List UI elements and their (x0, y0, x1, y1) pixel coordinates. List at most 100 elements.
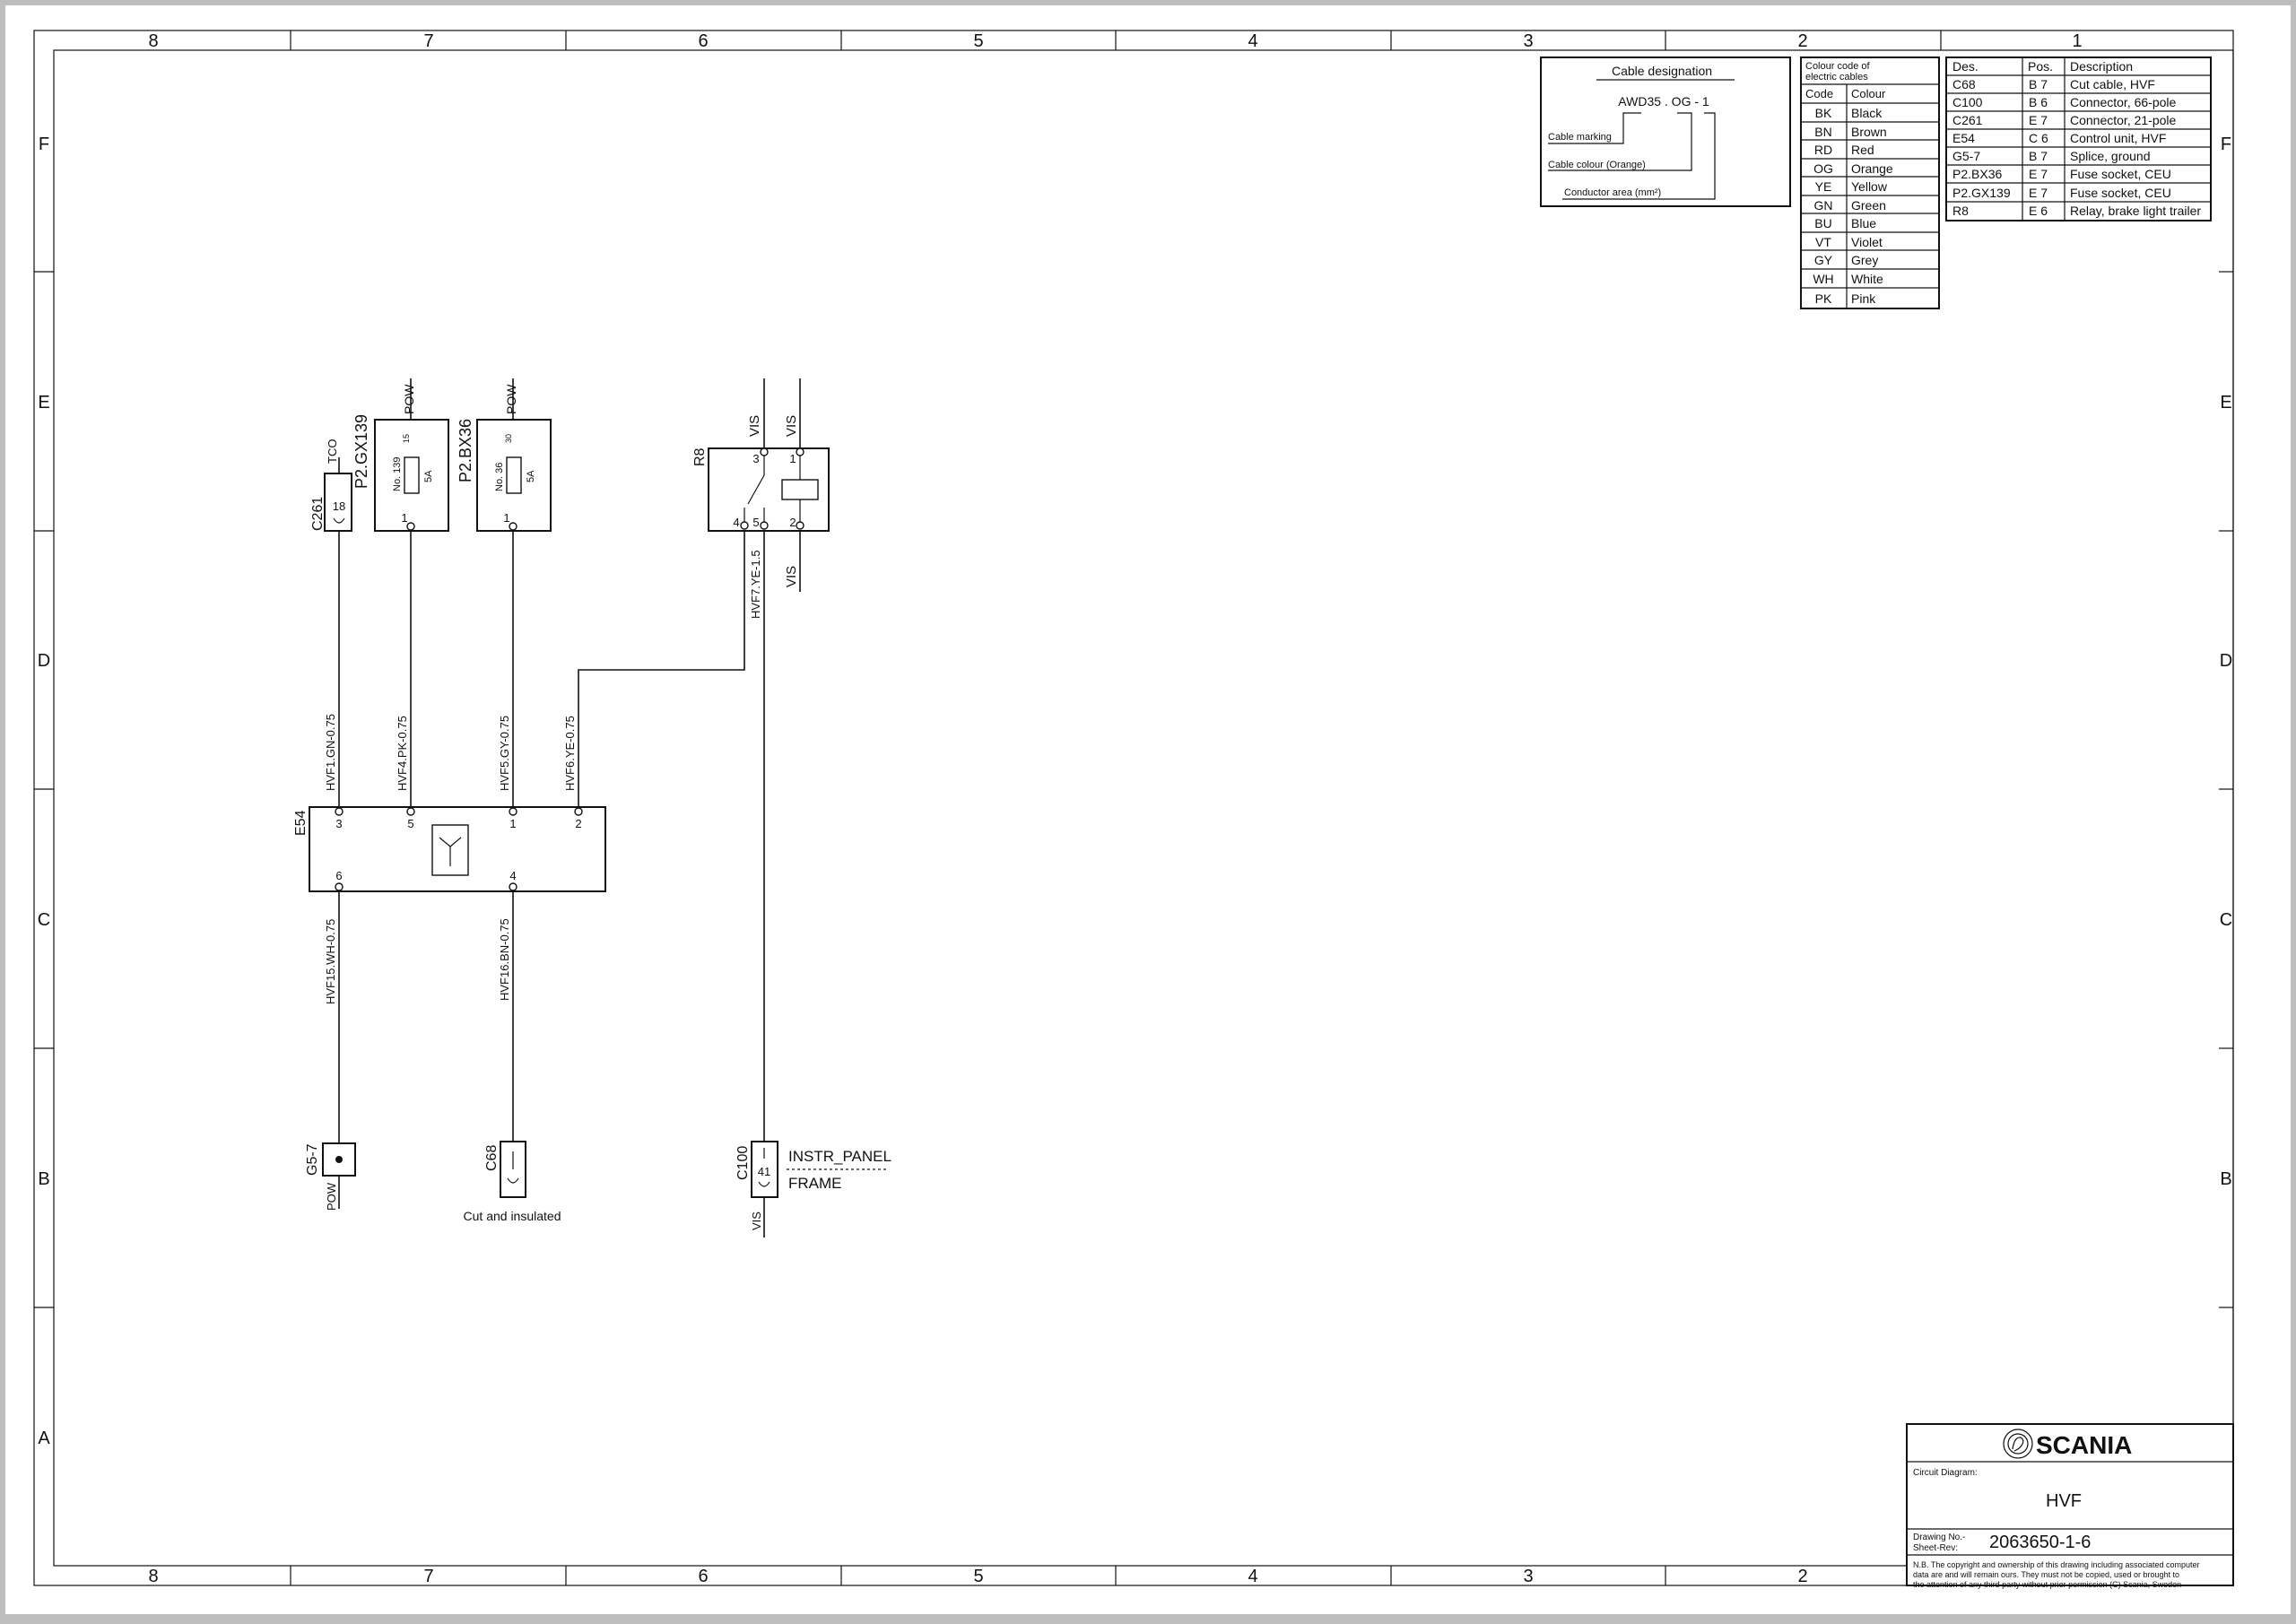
component-desc: Control unit, HVF (2070, 131, 2166, 145)
r8-net-pin1: VIS (784, 415, 799, 437)
component-header-des: Des. (1952, 59, 1979, 74)
column-dividers (290, 30, 1942, 1585)
cable-designation-legend: Cable designation AWD35 . OG - 1 Cable m… (1540, 56, 1791, 207)
colour-code-header-code: Code (1805, 87, 1833, 100)
component-table: Des. Pos. Description C68 B 7 Cut cable,… (1945, 56, 2212, 221)
c100-label: C100 (735, 1146, 751, 1180)
component-desc: Connector, 21-pole (2070, 113, 2177, 127)
c261-net: TCO (326, 439, 339, 464)
row-dividers (34, 271, 2233, 1308)
col-label-5-bottom: 5 (973, 1567, 983, 1586)
relay-r8[interactable]: R8 3 1 4 5 2 VIS VIS VIS (692, 415, 830, 587)
component-desc: Splice, ground (2070, 149, 2151, 163)
colour-code-cell: YE (1815, 179, 1832, 194)
cable-marking-label: Cable marking (1548, 132, 1612, 143)
p2bx36-top-pin: 30 (504, 434, 513, 443)
col-label-6-bottom: 6 (698, 1567, 708, 1586)
component-desc: Cut cable, HVF (2070, 77, 2155, 91)
conductor-area-label: Conductor area (mm²) (1564, 187, 1661, 198)
wire-label-hvf1: HVF1.GN-0.75 (324, 714, 337, 791)
p2bx36-bottom-pin: 1 (503, 511, 509, 525)
sheet-rev-label: Sheet-Rev: (1913, 1543, 1958, 1553)
c100-net: VIS (750, 1211, 763, 1230)
e54-pin1: 1 (509, 817, 516, 830)
component-des: C68 (1952, 77, 1976, 91)
colour-name-cell: Violet (1851, 235, 1883, 249)
splice-g57[interactable]: G5-7 POW (305, 1142, 356, 1211)
row-label-D-right: D (2220, 651, 2232, 671)
col-label-4-bottom: 4 (1248, 1567, 1257, 1586)
c68-note: Cut and insulated (464, 1209, 561, 1223)
component-des: G5-7 (1952, 149, 1980, 163)
title-block: SCANIA Circuit Diagram: HVF Drawing No.-… (1906, 1423, 2234, 1589)
row-labels: F E D C B A F E D C B (38, 135, 2232, 1448)
e54-label: E54 (293, 810, 309, 836)
col-label-1: 1 (2072, 31, 2082, 51)
brand-logo: SCANIA (2036, 1431, 2132, 1459)
copyright-notice-1: N.B. The copyright and ownership of this… (1913, 1560, 2200, 1569)
cut-cable-c68[interactable]: C68 Cut and insulated (464, 1141, 561, 1223)
p2gx139-no: No. 139 (392, 456, 403, 491)
component-desc: Connector, 66-pole (2070, 95, 2177, 109)
component-desc: Relay, brake light trailer (2070, 204, 2201, 218)
copyright-notice-3: the attention of any third party without… (1913, 1580, 2181, 1589)
r8-label: R8 (692, 447, 708, 466)
p2gx139-rating: 5A (423, 470, 434, 482)
component-header-desc: Description (2070, 59, 2133, 74)
colour-name-cell: Grey (1851, 253, 1878, 267)
col-label-7-bottom: 7 (423, 1567, 433, 1586)
c100-location-top: INSTR_PANEL (788, 1148, 891, 1165)
inner-frame (53, 49, 2234, 1567)
component-header-pos: Pos. (2028, 59, 2053, 74)
col-label-8: 8 (148, 31, 158, 51)
g57-net: POW (325, 1182, 338, 1211)
colour-code-cell: PK (1815, 291, 1832, 306)
component-des: E54 (1952, 131, 1975, 145)
colour-name-cell: Brown (1851, 125, 1887, 139)
wire-label-hvf5: HVF5.GY-0.75 (498, 716, 511, 791)
col-label-7: 7 (423, 31, 433, 51)
p2bx36-no: No. 36 (494, 463, 505, 491)
row-label-D: D (38, 651, 50, 671)
e54-pin3: 3 (335, 817, 342, 830)
fuse-p2gx139[interactable]: P2.GX139 No. 139 15 5A 1 POW (352, 384, 449, 532)
r8-pin1: 1 (789, 452, 796, 465)
col-label-5: 5 (973, 31, 983, 51)
col-label-6: 6 (698, 31, 708, 51)
colour-code-cell: OG (1813, 161, 1833, 176)
colour-name-cell: Orange (1851, 161, 1893, 176)
e54-pin4: 4 (509, 869, 516, 882)
component-desc: Fuse socket, CEU (2070, 186, 2171, 200)
component-pos: E 7 (2029, 186, 2048, 200)
colour-code-cell: VT (1815, 235, 1831, 249)
connector-c100[interactable]: 41 C100 VIS INSTR_PANEL FRAME (735, 1141, 891, 1230)
colour-name-cell: Blue (1851, 216, 1876, 230)
e54-pin5: 5 (407, 817, 413, 830)
colour-code-cell: BK (1815, 106, 1832, 120)
component-des: P2.BX36 (1952, 167, 2002, 181)
wire-labels: HVF1.GN-0.75 HVF4.PK-0.75 HVF5.GY-0.75 H… (324, 550, 762, 1004)
colour-code-title-1: Colour code of (1805, 61, 1870, 72)
col-label-3-bottom: 3 (1523, 1567, 1533, 1586)
colour-code-cell: WH (1813, 272, 1833, 286)
c100-location-bottom: FRAME (788, 1175, 842, 1192)
colour-code-cell: RD (1814, 143, 1832, 157)
e54-pin6: 6 (335, 869, 342, 882)
drawing-no-label: Drawing No.- (1913, 1533, 1965, 1542)
component-des: C100 (1952, 95, 1983, 109)
c261-label: C261 (310, 497, 326, 531)
connector-c261[interactable]: 18 C261 TCO (310, 439, 352, 532)
fuse-p2bx36[interactable]: P2.BX36 No. 36 30 5A 1 POW (457, 384, 552, 532)
row-label-F: F (39, 135, 49, 154)
colour-name-cell: Green (1851, 198, 1886, 213)
r8-pin5: 5 (752, 516, 759, 529)
row-label-C-right: C (2220, 910, 2232, 930)
cable-designation-example: AWD35 . OG - 1 (1618, 94, 1709, 109)
col-label-3: 3 (1523, 31, 1533, 51)
component-pos: E 7 (2029, 167, 2048, 181)
component-pos: B 7 (2029, 77, 2048, 91)
p2gx139-bottom-pin: 1 (401, 511, 407, 525)
control-unit-e54[interactable]: E54 3 5 1 2 6 4 (293, 806, 606, 892)
colour-code-cell: GN (1814, 198, 1833, 213)
g57-label: G5-7 (305, 1143, 320, 1176)
